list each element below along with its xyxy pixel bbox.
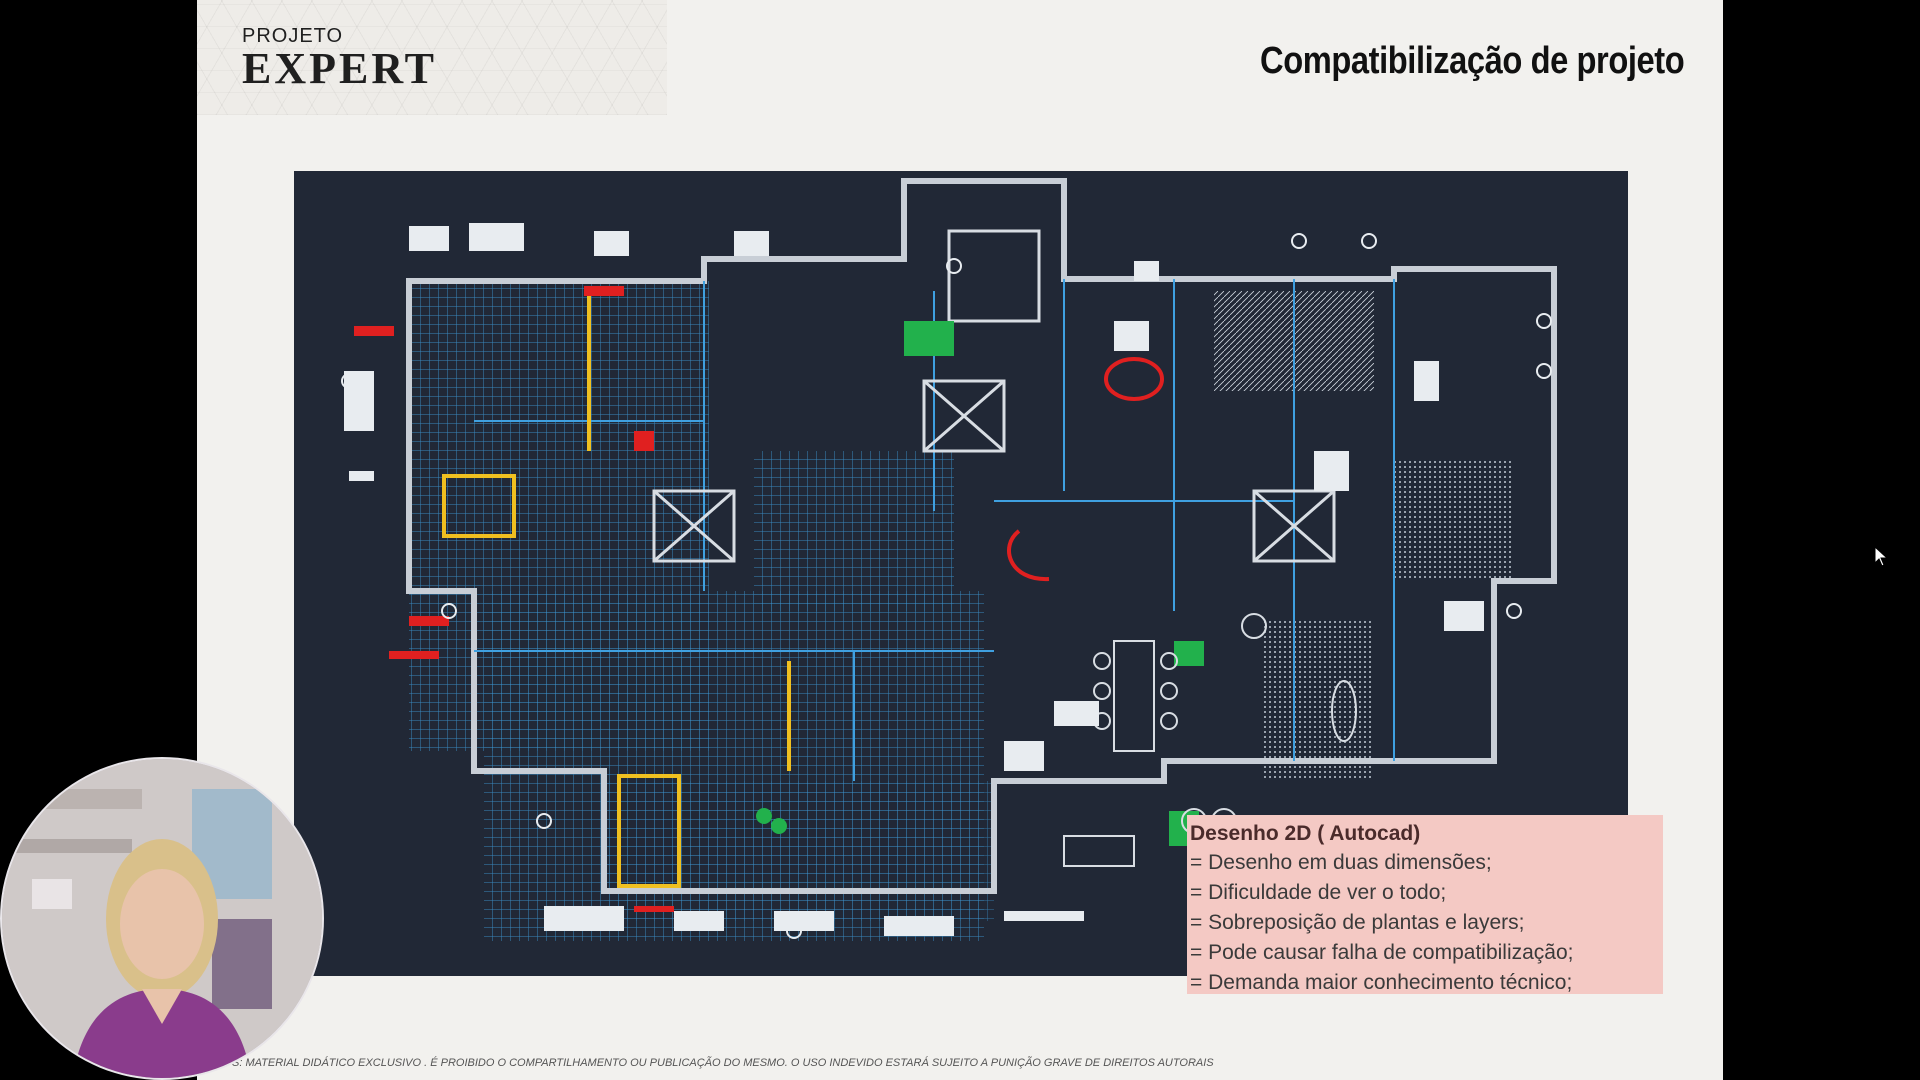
notes-list: = Desenho em duas dimensões; = Dificulda… [1190, 848, 1663, 998]
projeto-expert-logo: PROJETO EXPERT [242, 25, 437, 93]
logo-main-text: EXPERT [242, 44, 437, 93]
shafts [652, 229, 1336, 563]
notes-box: Desenho 2D ( Autocad) = Desenho em duas … [1187, 815, 1663, 994]
mouse-pointer-icon [1874, 546, 1889, 567]
cad-floor-plan-drawing [294, 171, 1628, 976]
slide-title: Compatibilização de projeto [1259, 40, 1685, 82]
presentation-slide: PROJETO EXPERT Compatibilização de proje… [197, 0, 1723, 1080]
footer-disclaimer: S: MATERIAL DIDÁTICO EXCLUSIVO . É PROIB… [232, 1057, 1214, 1069]
right-hatch-2 [1394, 461, 1514, 581]
center-grid [754, 451, 954, 611]
notes-title: Desenho 2D ( Autocad) [1190, 822, 1421, 845]
floor-plan-svg [341, 178, 1557, 941]
bottom-grid [604, 781, 994, 921]
notes-item: = Desenho em duas dimensões; [1190, 851, 1492, 874]
yellow-highlights [442, 286, 791, 888]
header-pattern [197, 0, 667, 115]
red-annotations [1007, 357, 1164, 582]
outer-walls [406, 178, 1557, 894]
cad-labels [344, 223, 1484, 936]
webcam-presenter-icon [2, 759, 322, 1078]
logo-top-text: PROJETO [242, 25, 344, 47]
axis-markers [341, 233, 1552, 939]
presenter-webcam [0, 757, 324, 1080]
red-marks [354, 286, 674, 912]
notes-item: = Sobreposição de plantas e layers; [1190, 911, 1525, 934]
right-hatch-3 [1264, 621, 1374, 781]
notes-item: = Dificuldade de ver o todo; [1190, 881, 1447, 904]
notes-item: = Pode causar falha de compatibilização; [1190, 941, 1574, 964]
notes-item: = Demanda maior conhecimento técnico; [1190, 971, 1573, 994]
